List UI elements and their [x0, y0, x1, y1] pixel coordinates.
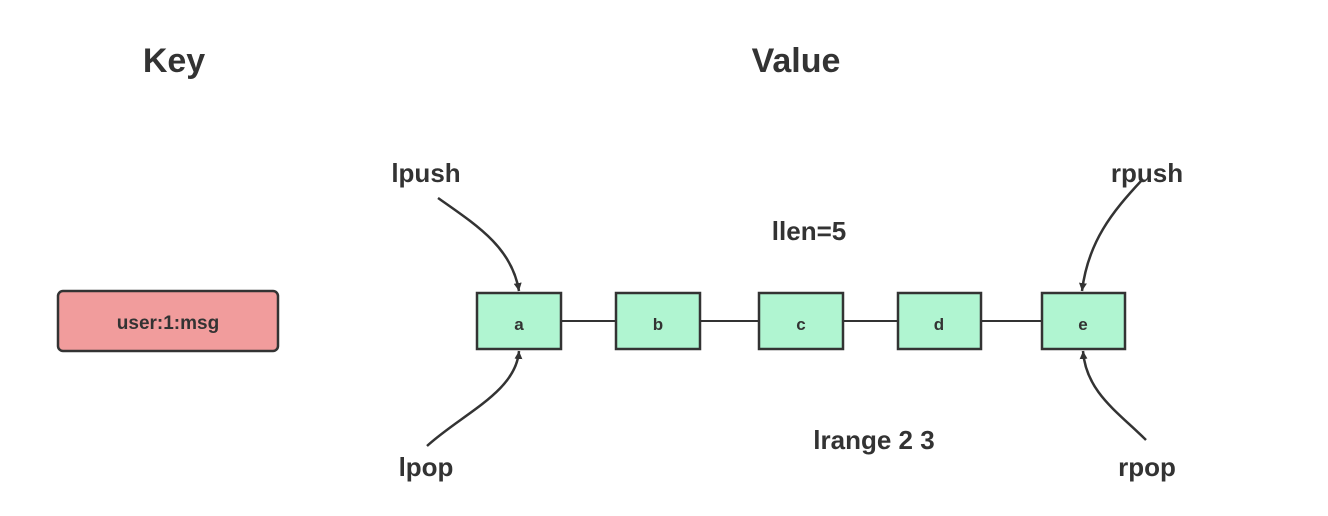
list-node-a-label: a [514, 315, 524, 334]
key-label: user:1:msg [117, 313, 219, 334]
llen-label: llen=5 [772, 216, 846, 246]
rpop-label: rpop [1118, 452, 1176, 482]
list-node-d: d [896, 291, 983, 351]
lpush-label: lpush [391, 158, 460, 188]
value-heading: Value [752, 42, 841, 80]
list-node-a: a [475, 291, 563, 351]
list-node-c-box [757, 291, 845, 351]
list-node-b: b [614, 291, 702, 351]
lpush-arrow [437, 196, 522, 292]
list-node-e: e [1040, 291, 1127, 351]
list-node-d-box [896, 291, 983, 351]
list-node-e-label: e [1078, 315, 1087, 334]
rpush-arrow [1079, 179, 1143, 292]
lpop-arrow [426, 350, 523, 447]
list-node-b-box [614, 291, 702, 351]
list-node-b-label: b [653, 315, 663, 334]
rpop-arrow [1079, 350, 1147, 441]
list-node-e-box [1040, 291, 1127, 351]
list-node-c-label: c [796, 315, 805, 334]
lrange-label: lrange 2 3 [813, 425, 934, 455]
list-node-d-label: d [934, 315, 944, 334]
key-box-rect [56, 289, 280, 353]
list-node-a-box [475, 291, 563, 351]
key-heading: Key [143, 42, 205, 80]
key-box: user:1:msg [56, 289, 280, 353]
rpush-label: rpush [1111, 158, 1183, 188]
list-node-c: c [757, 291, 845, 351]
lpop-label: lpop [399, 452, 454, 482]
